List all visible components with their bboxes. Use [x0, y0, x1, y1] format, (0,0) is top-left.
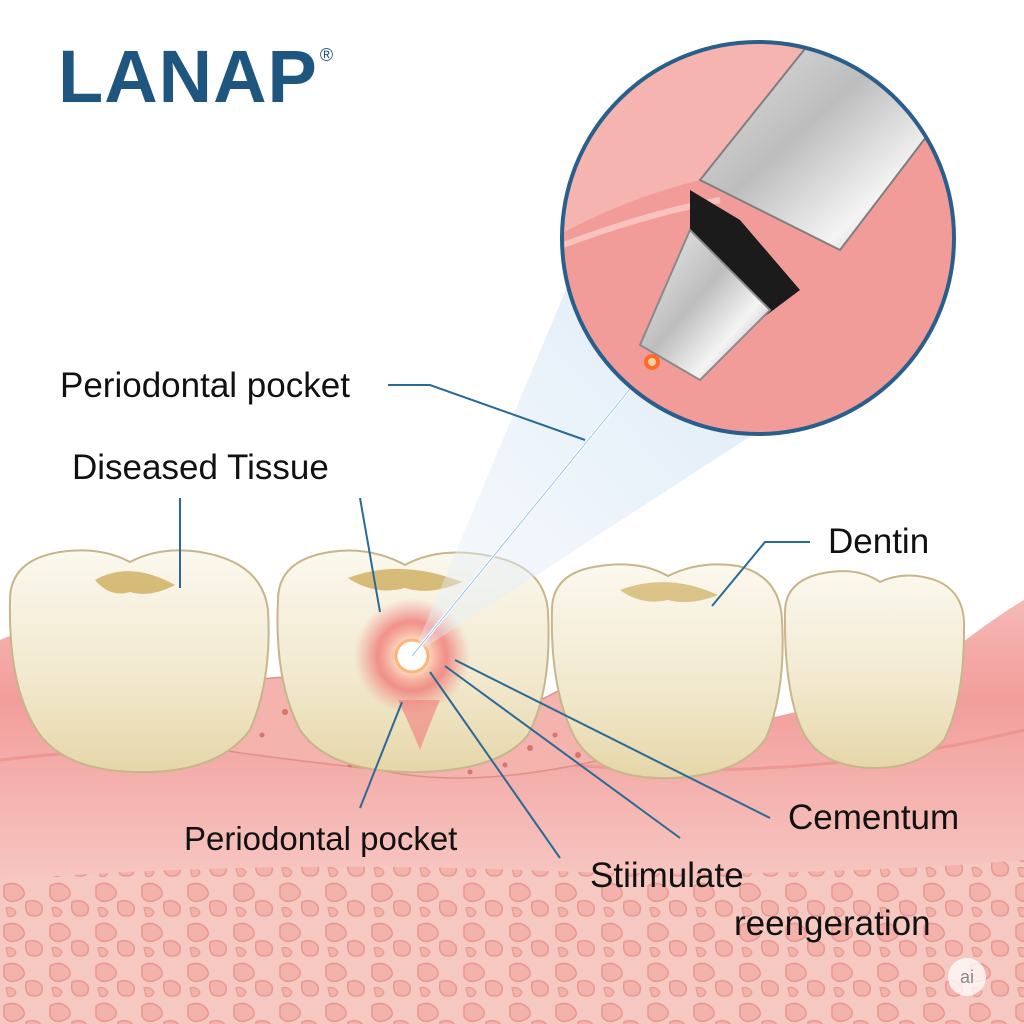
premolar — [783, 570, 966, 770]
leader-cementum-2 — [454, 659, 771, 819]
leader-dentin — [711, 541, 810, 607]
label-diseased-tissue: Diseased Tissue — [72, 448, 329, 487]
brand-name: LANAP — [58, 35, 318, 118]
label-cementum: Cementum — [788, 798, 960, 837]
label-periodontal-pocket-top: Periodontal pocket — [60, 366, 350, 405]
molar-3 — [550, 563, 784, 780]
label-dentin: Dentin — [828, 522, 930, 561]
leader-pocket-bottom — [359, 701, 403, 809]
registered-mark: ® — [319, 45, 335, 65]
leader-diseased-2 — [359, 497, 381, 613]
leader-pocket-top — [388, 384, 586, 441]
leader-stimulate — [429, 671, 561, 859]
leader-cementum-1 — [444, 665, 681, 839]
label-stimulate-line1: Stiimulate — [590, 856, 744, 895]
brand-logo: LANAP® — [58, 40, 334, 114]
label-periodontal-pocket-bottom: Periodontal pocket — [184, 820, 458, 857]
label-stimulate-line2: reengeration — [734, 904, 931, 943]
ai-watermark: ai — [948, 958, 986, 996]
leader-lines — [179, 384, 810, 859]
molar-1 — [8, 549, 270, 774]
